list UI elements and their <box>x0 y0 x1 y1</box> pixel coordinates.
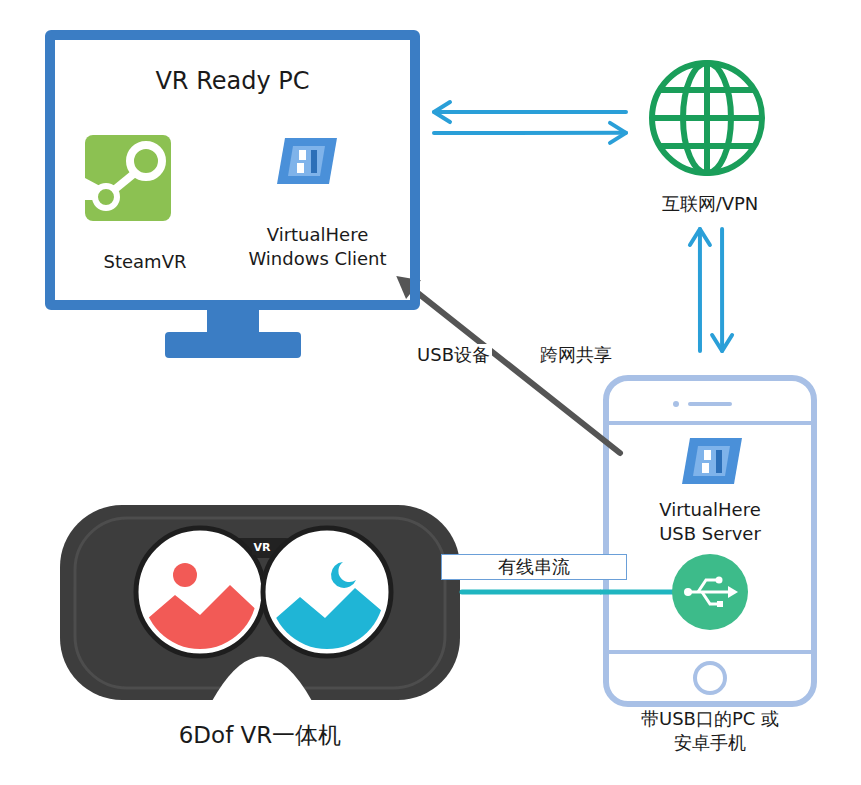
connector-line <box>409 286 620 453</box>
globe-icon <box>652 63 762 173</box>
monitor-base <box>165 332 301 358</box>
connector <box>396 276 620 453</box>
connector <box>462 591 600 592</box>
connector-line <box>698 229 702 351</box>
edge-label: USB设备 <box>415 344 492 366</box>
connector <box>434 102 626 122</box>
node-label: VirtualHere Windows Client <box>238 223 398 270</box>
headset-badge: VR <box>252 541 273 554</box>
connector <box>690 229 710 351</box>
node-label: SteamVR <box>104 250 187 273</box>
usb-icon <box>672 554 748 630</box>
node-label: VirtualHere USB Server <box>643 498 778 545</box>
arrow-head <box>434 102 450 122</box>
vr-headset <box>60 505 460 701</box>
arrow-head <box>690 229 710 245</box>
virtualhere-icon <box>682 438 742 484</box>
connector-line <box>434 110 626 114</box>
arrow-head <box>712 335 732 351</box>
edge-note: 跨网共享 <box>538 344 614 366</box>
usb-host-device: 带USB口的PC 或安卓手机 VirtualHere USB Server <box>600 375 820 760</box>
client-app: VirtualHere Windows Client <box>230 140 405 270</box>
internet-node: 互联网/VPN <box>620 60 800 215</box>
connector-line <box>434 131 626 135</box>
monitor-screen: VR Ready PC SteamVR VirtualHere Windows Cl… <box>45 30 420 310</box>
arrow-head <box>610 123 626 143</box>
connector-line <box>462 589 600 594</box>
cable <box>600 590 674 595</box>
monitor-neck <box>207 308 259 334</box>
node-label: 互联网/VPN <box>662 192 759 215</box>
phone-outline <box>606 378 814 704</box>
server-app: VirtualHere USB Server <box>620 430 800 545</box>
node-label: VR Ready PC <box>155 66 309 97</box>
vr-headset-node: 6Dof VR一体机 <box>55 500 465 755</box>
virtualhere-icon <box>277 138 337 184</box>
connector <box>434 123 626 143</box>
connector <box>712 229 732 351</box>
steam-icon <box>85 135 171 221</box>
connector-line <box>720 229 724 351</box>
edge-label: 有线串流 <box>441 554 627 580</box>
node-label: 6Dof VR一体机 <box>179 721 342 751</box>
steamvr-app: SteamVR <box>80 140 210 275</box>
node-label: 带USB口的PC 或安卓手机 <box>640 707 780 754</box>
